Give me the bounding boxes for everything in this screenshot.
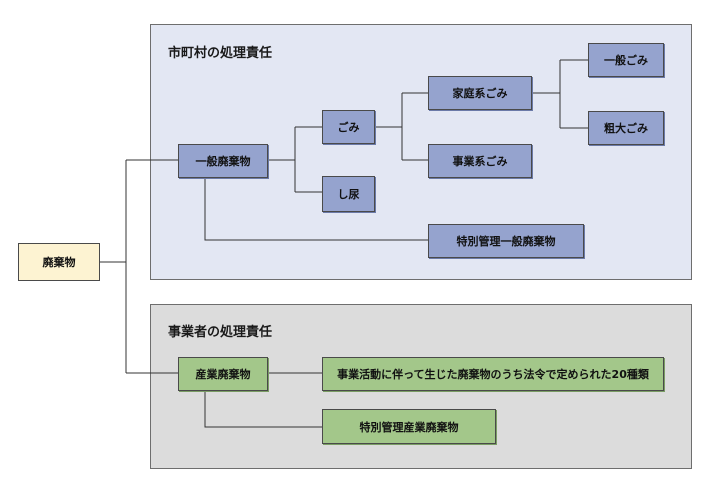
twenty-types-node: 事業活動に伴って生じた廃棄物のうち法令で定められた20種類 bbox=[322, 357, 664, 391]
special-industrial-waste-node: 特別管理産業廃棄物 bbox=[322, 409, 496, 444]
waste-root-node: 廃棄物 bbox=[18, 243, 100, 281]
special-general-waste-node: 特別管理一般廃棄物 bbox=[428, 224, 584, 258]
night-soil-node: し尿 bbox=[322, 176, 375, 212]
municipal-panel-title: 市町村の処理責任 bbox=[168, 46, 273, 61]
garbage-node: ごみ bbox=[322, 110, 375, 144]
business-panel-title: 事業者の処理責任 bbox=[168, 325, 273, 340]
household-garbage-node: 家庭系ごみ bbox=[428, 76, 532, 110]
bulky-garbage-node: 粗大ごみ bbox=[588, 111, 664, 145]
business-garbage-node: 事業系ごみ bbox=[428, 144, 532, 178]
general-garbage-node: 一般ごみ bbox=[588, 43, 664, 77]
general-waste-node: 一般廃棄物 bbox=[178, 144, 268, 178]
industrial-waste-node: 産業廃棄物 bbox=[178, 357, 268, 391]
